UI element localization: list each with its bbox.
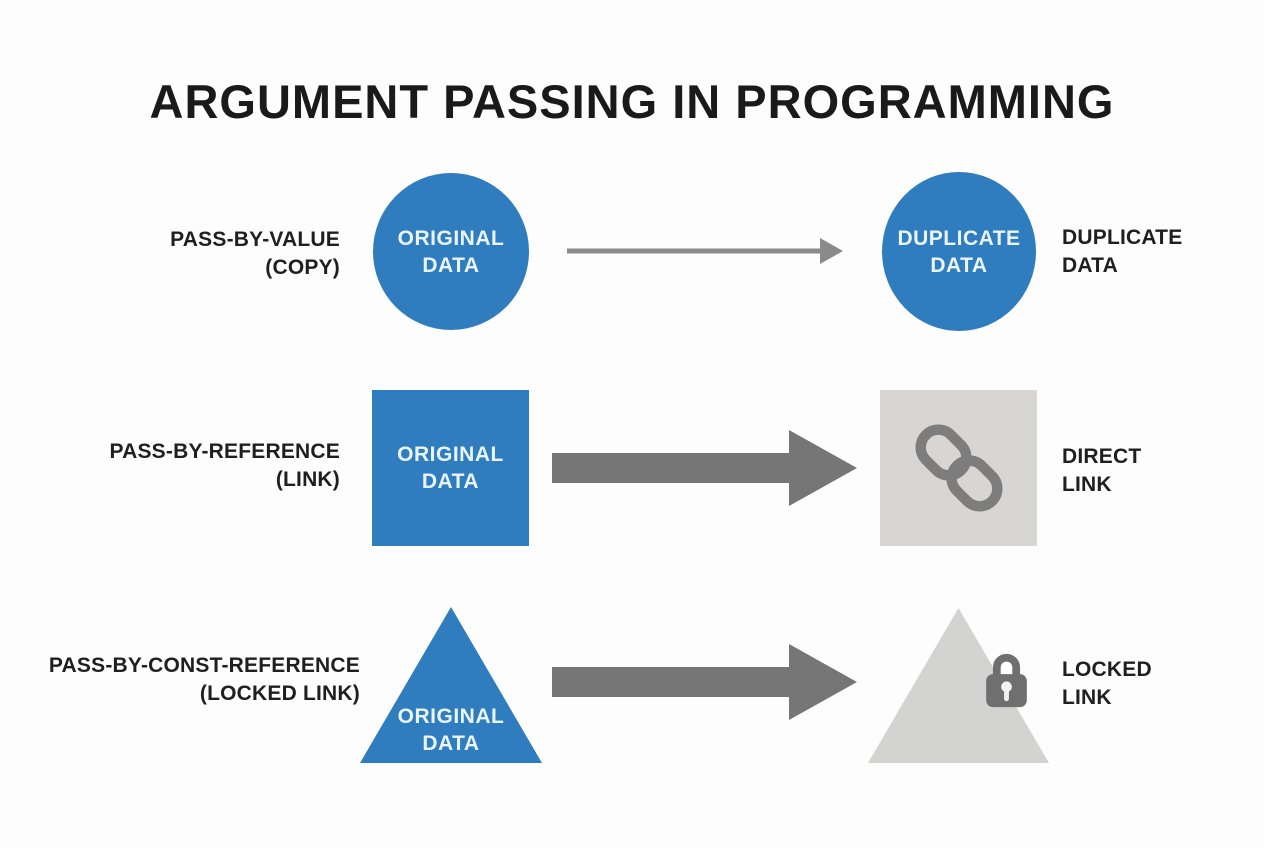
row2-direct-link-square — [880, 390, 1037, 546]
row2-result-label: DIRECT LINK — [1062, 443, 1252, 499]
row1-original-data-circle: ORIGINAL DATA — [373, 173, 529, 330]
thin-arrow-icon — [567, 238, 843, 264]
row3-label-line1: PASS-BY-CONST-REFERENCE — [48, 654, 360, 677]
row3-label-line2: (LOCKED LINK) — [199, 682, 360, 705]
row1-label-line1: PASS-BY-VALUE — [170, 228, 340, 251]
row2-original-data-square: ORIGINAL DATA — [372, 390, 529, 546]
row3-original-data-triangle: ORIGINAL DATA — [360, 607, 542, 763]
row1-original-data-text: ORIGINAL DATA — [397, 226, 505, 277]
row1-duplicate-data-circle: DUPLICATE DATA — [882, 172, 1036, 331]
row1-label-line2: (COPY) — [265, 256, 340, 279]
row1-duplicate-data-text: DUPLICATE DATA — [897, 226, 1021, 277]
thick-arrow-icon — [552, 430, 857, 506]
row1-label-pass-by-value: PASS-BY-VALUE (COPY) — [20, 226, 340, 282]
row3-label-pass-by-const-reference: PASS-BY-CONST-REFERENCE (LOCKED LINK) — [20, 652, 360, 708]
row2-original-data-text: ORIGINAL DATA — [397, 443, 504, 493]
row3-result-line2: LINK — [1062, 686, 1112, 709]
thick-arrow-icon — [552, 644, 857, 720]
lock-icon — [986, 653, 1027, 708]
row1-result-label: DUPLICATE DATA — [1062, 224, 1252, 280]
row2-result-line2: LINK — [1062, 473, 1112, 496]
diagram-title: ARGUMENT PASSING IN PROGRAMMING — [149, 75, 1115, 128]
row3-result-label: LOCKED LINK — [1062, 656, 1252, 712]
row1-result-line2: DATA — [1062, 254, 1119, 277]
row1-result-line1: DUPLICATE — [1062, 226, 1183, 249]
lock-icon-wrap — [984, 649, 1029, 709]
row3-result-line1: LOCKED — [1062, 658, 1152, 681]
chain-link-icon — [915, 424, 1002, 512]
row2-result-line1: DIRECT — [1062, 445, 1142, 468]
row2-label-line2: (LINK) — [275, 468, 340, 491]
row3-original-data-text: ORIGINAL DATA — [397, 705, 505, 755]
row2-label-line1: PASS-BY-REFERENCE — [109, 440, 340, 463]
row2-label-pass-by-reference: PASS-BY-REFERENCE (LINK) — [20, 438, 340, 494]
